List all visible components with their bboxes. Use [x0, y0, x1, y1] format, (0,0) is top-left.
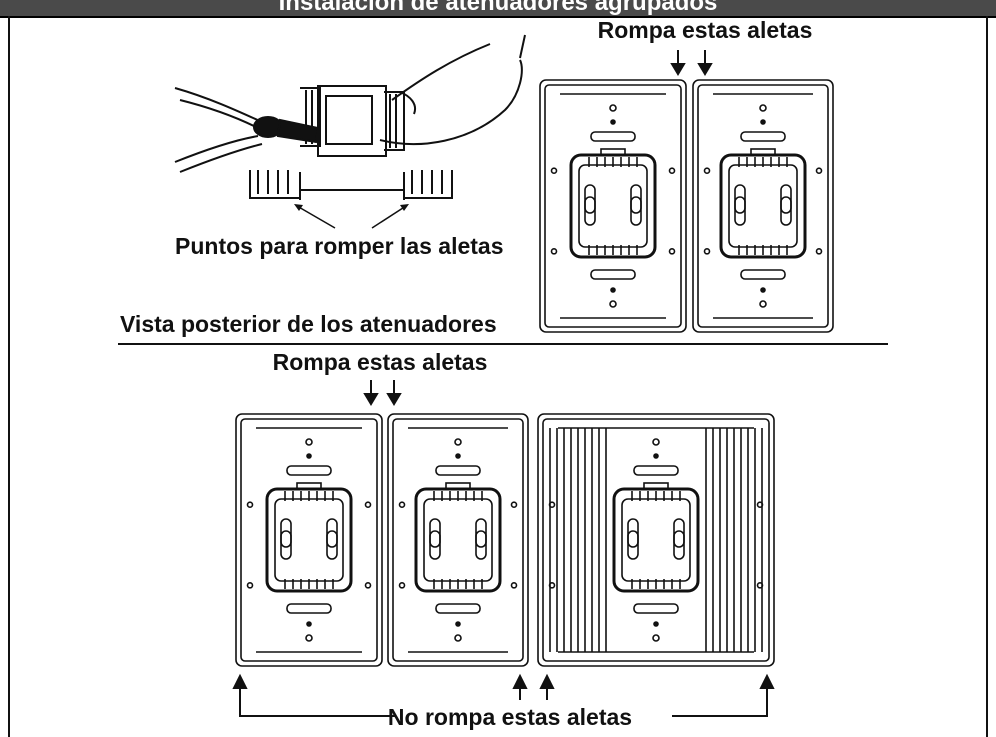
top-plate-right [692, 79, 834, 333]
header-title: Instalación de atenuadores agrupados [278, 0, 718, 16]
pliers-handle-lower-inner [179, 143, 263, 173]
pliers-handle-upper [174, 87, 263, 123]
top-break-label: Rompa estas aletas [598, 17, 813, 43]
hand-outline [379, 34, 526, 146]
pliers-illustration [174, 34, 526, 173]
fin-profile [249, 170, 453, 200]
break-point-arrow-right [371, 205, 407, 229]
break-point-arrowhead-left [294, 204, 303, 211]
dimmer-fins-left [300, 87, 321, 147]
do-not-break-bracket [232, 673, 775, 717]
break-points-label: Puntos para romper las aletas [175, 233, 504, 259]
top-break-arrows [670, 50, 713, 76]
bottom-break-arrows [363, 380, 402, 406]
bottom-plate-1 [235, 413, 383, 667]
dimmer-plates [235, 79, 834, 667]
dimmer-fins-right [384, 91, 405, 151]
bottom-plate-3-finned [537, 413, 775, 667]
pliers-handle-upper-inner [179, 99, 259, 129]
bottom-break-label: Rompa estas aletas [273, 349, 488, 375]
dimmer-center [325, 95, 373, 145]
break-point-arrow-left [296, 205, 336, 229]
pliers-handle-lower [174, 135, 259, 163]
top-plate-left [539, 79, 687, 333]
header-bar: Instalación de atenuadores agrupados [0, 0, 996, 18]
rear-view-label: Vista posterior de los atenuadores [120, 311, 497, 337]
do-not-break-label: No rompa estas aletas [388, 704, 632, 730]
break-point-arrowhead-right [400, 204, 409, 211]
bottom-plate-2 [387, 413, 529, 667]
